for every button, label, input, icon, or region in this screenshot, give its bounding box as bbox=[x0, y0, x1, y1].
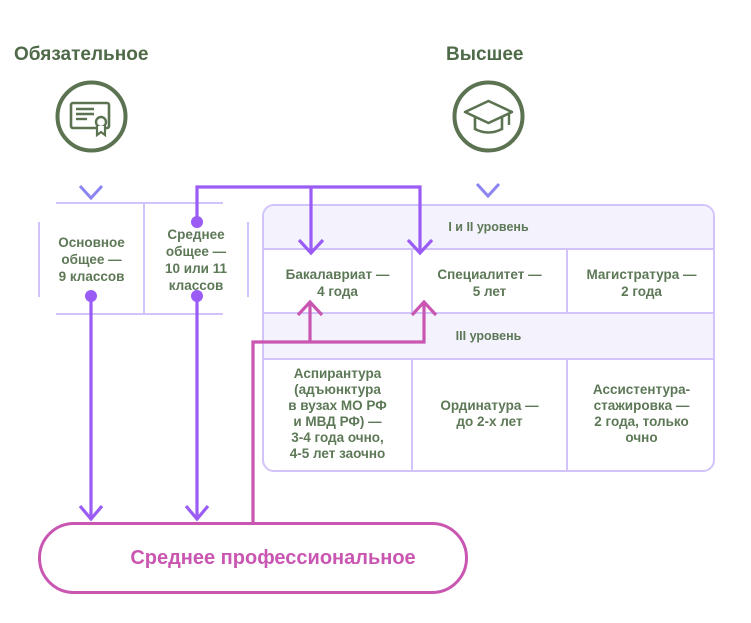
cell-line: до 2-х лет bbox=[456, 414, 523, 429]
connector-dot bbox=[85, 290, 97, 302]
cell-line: Магистратура — bbox=[586, 267, 697, 282]
cell-line: Среднее bbox=[167, 227, 225, 242]
level-3-title: III уровень bbox=[455, 329, 522, 343]
level-3-band: III уровень bbox=[264, 314, 713, 358]
cell-line: и МВД РФ) — bbox=[293, 414, 382, 429]
cell-line: стажировка — bbox=[593, 398, 690, 413]
cell-assistantship: Ассистентура- стажировка — 2 года, тольк… bbox=[568, 382, 713, 446]
general-right-border bbox=[247, 222, 249, 297]
level-1-2-band: I и II уровень bbox=[264, 206, 713, 248]
cell-residency: Ординатура — до 2-х лет bbox=[413, 398, 566, 430]
general-bottom-divider bbox=[56, 313, 223, 315]
cell-line: общее — bbox=[165, 244, 227, 259]
level-1-2-title: I и II уровень bbox=[448, 220, 529, 234]
heading-mandatory: Обязательное bbox=[14, 44, 149, 65]
band-divider bbox=[264, 358, 713, 360]
heading-higher: Высшее bbox=[446, 44, 524, 65]
row1-divider-1 bbox=[411, 250, 413, 314]
cell-line: Специалитет — bbox=[437, 267, 542, 282]
graduation-cap-icon bbox=[451, 79, 526, 154]
band-divider bbox=[264, 312, 713, 314]
arrow-mandatory-to-general bbox=[78, 156, 104, 201]
general-top-divider bbox=[56, 202, 223, 204]
cell-line: очно bbox=[625, 430, 658, 445]
row2-divider-1 bbox=[411, 360, 413, 470]
arrow-secondary-general-to-spo bbox=[184, 290, 210, 522]
cell-basic-general: Основное общее — 9 классов bbox=[40, 234, 143, 285]
cell-line: 2 года, только bbox=[594, 414, 689, 429]
cell-postgraduate: Аспирантура (адъюнктура в вузах МО РФ и … bbox=[264, 366, 411, 462]
cell-line: Бакалавриат — bbox=[285, 267, 390, 282]
cell-line: Ординатура — bbox=[440, 398, 539, 413]
cell-line: классов bbox=[168, 278, 224, 293]
cell-line: Основное bbox=[58, 235, 125, 250]
cell-line: общее — bbox=[61, 252, 122, 267]
cell-line: (адъюнктура bbox=[294, 382, 381, 397]
higher-education-table: I и II уровень Бакалавриат — 4 года Спец… bbox=[262, 204, 715, 472]
cell-line: 4 года bbox=[317, 284, 358, 299]
level-1-2-row: Бакалавриат — 4 года Специалитет — 5 лет… bbox=[264, 250, 713, 314]
arrow-basic-general-to-spo bbox=[78, 290, 104, 522]
row1-divider-2 bbox=[566, 250, 568, 314]
cell-secondary-general: Среднее общее — 10 или 11 классов bbox=[145, 226, 247, 294]
certificate-icon bbox=[54, 79, 129, 154]
cell-line: 4-5 лет заочно bbox=[289, 446, 386, 461]
level-3-row: Аспирантура (адъюнктура в вузах МО РФ и … bbox=[264, 360, 713, 470]
secondary-professional-box: Среднее профессиональное bbox=[38, 522, 468, 594]
cell-line: Аспирантура bbox=[293, 366, 382, 381]
band-divider bbox=[264, 248, 713, 250]
cell-line: 9 классов bbox=[58, 269, 125, 284]
cell-line: 5 лет bbox=[472, 284, 507, 299]
row2-divider-2 bbox=[566, 360, 568, 470]
secondary-professional-label: Среднее профессиональное bbox=[130, 547, 416, 569]
cell-line: Ассистентура- bbox=[592, 382, 691, 397]
general-left-border bbox=[38, 222, 40, 297]
cell-line: 10 или 11 bbox=[165, 261, 227, 276]
cell-line: 2 года bbox=[621, 284, 662, 299]
cell-bachelor: Бакалавриат — 4 года bbox=[264, 266, 411, 300]
cell-line: в вузах МО РФ bbox=[288, 398, 387, 413]
general-middle-divider bbox=[143, 202, 145, 315]
cell-specialist: Специалитет — 5 лет bbox=[413, 266, 566, 300]
arrow-higher-to-table bbox=[475, 156, 501, 199]
cell-line: 3-4 года очно, bbox=[291, 430, 384, 445]
cell-master: Магистратура — 2 года bbox=[568, 266, 713, 300]
